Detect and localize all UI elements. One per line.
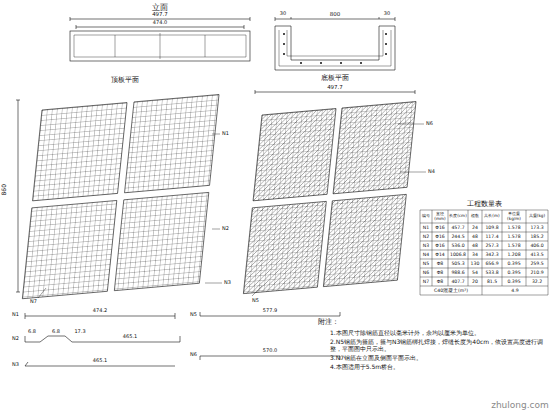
table-cell: 0.395 <box>502 259 526 268</box>
label: 860 <box>1 184 8 195</box>
table-cell: 共长(m) <box>482 210 502 223</box>
table-cell: 1.578 <box>502 241 526 250</box>
table-cell: 457.7 <box>448 223 468 232</box>
table-cell: 34 <box>468 250 482 259</box>
label: 465.1 <box>123 334 137 340</box>
table-cell: 48 <box>468 232 482 241</box>
table-cell: 81.5 <box>482 277 502 286</box>
label: 顶板平面 <box>111 76 139 84</box>
table-cell: 244.5 <box>448 232 468 241</box>
note-text: 3.N7钢筋在立面及侧面平面示出。 <box>330 355 545 362</box>
table-cell: 4.9 <box>482 286 548 295</box>
table-cell: N7 <box>420 277 432 286</box>
label: 6.8 <box>52 329 60 335</box>
table-cell: 257.3 <box>482 241 502 250</box>
note-text: 2.N5钢筋为箍筋，箍与N3钢筋绑扎焊接，焊缝长度为40cm，依设置高度进行调整… <box>330 339 545 353</box>
table-cell: 173.3 <box>526 223 548 232</box>
table-cell: 407.7 <box>448 277 468 286</box>
label: N2 <box>12 336 19 342</box>
label: 立面 <box>152 3 168 12</box>
label: N4 <box>428 169 435 175</box>
label: N1 <box>222 131 229 137</box>
table-cell: 185.2 <box>526 232 548 241</box>
label: 570.0 <box>263 348 277 354</box>
note-text: 4.本图适用于5.5m桥台。 <box>330 364 545 371</box>
table-cell: 1006.8 <box>448 250 468 259</box>
table-cell: N4 <box>420 250 432 259</box>
label: 30 <box>384 11 390 17</box>
table-cell: Φ14 <box>432 250 448 259</box>
label: 6.8 <box>28 329 36 335</box>
table-cell: 117.4 <box>482 232 502 241</box>
table-cell: 533.8 <box>482 268 502 277</box>
table-cell: 988.6 <box>448 268 468 277</box>
table-cell: 直径(mm) <box>432 210 448 223</box>
table-cell: Φ8 <box>432 277 448 286</box>
table-cell: 根数 <box>468 210 482 223</box>
table-cell: 长度(cm) <box>448 210 468 223</box>
table-cell: 109.8 <box>482 223 502 232</box>
table-cell: 48 <box>468 241 482 250</box>
table-cell: Φ16 <box>432 241 448 250</box>
table-cell: 656.9 <box>482 259 502 268</box>
table-cell: 24 <box>468 223 482 232</box>
table-cell: 505.3 <box>448 259 468 268</box>
label: 474.0 <box>153 20 167 26</box>
note-text: 1.本图尺寸除钢筋直径以毫米计外，余均以厘米为单位。 <box>330 330 545 337</box>
table-cell: 0.395 <box>502 277 526 286</box>
table-cell: Φ16 <box>432 223 448 232</box>
label: N1 <box>12 312 19 318</box>
label: 577.9 <box>263 308 277 314</box>
table-cell: 406.0 <box>526 241 548 250</box>
label: 工程数量表 <box>467 200 502 208</box>
label: 474.2 <box>93 308 107 314</box>
label: 800 <box>330 11 341 17</box>
table-cell: 编号 <box>420 210 432 223</box>
label: 底板平面 <box>321 74 349 82</box>
table-cell: 130 <box>468 259 482 268</box>
table-cell: N6 <box>420 268 432 277</box>
table-cell: N1 <box>420 223 432 232</box>
label: 17.3 <box>74 329 85 335</box>
table-cell: 20 <box>468 277 482 286</box>
table-cell: 536.0 <box>448 241 468 250</box>
label: N3 <box>224 280 231 286</box>
table-cell: N2 <box>420 232 432 241</box>
label: 30 <box>280 11 286 17</box>
table-cell: 259.5 <box>526 259 548 268</box>
table-cell: 342.3 <box>482 250 502 259</box>
table-cell: 32.2 <box>526 277 548 286</box>
table-cell: 0.395 <box>502 268 526 277</box>
label: 497.7 <box>327 84 343 90</box>
label: 465.1 <box>93 358 107 364</box>
note-text: 附注： <box>318 318 339 326</box>
label: N3 <box>12 362 19 368</box>
label: N6 <box>426 121 433 127</box>
table-cell: 54 <box>468 268 482 277</box>
label: N7 <box>30 299 37 305</box>
table-cell: Φ16 <box>432 232 448 241</box>
table-cell: C40混凝土(m³) <box>420 286 482 295</box>
watermark: zhulong.com <box>491 400 549 410</box>
label: 497.7 <box>152 11 168 17</box>
table-cell: N5 <box>420 259 432 268</box>
label: N2 <box>222 226 229 232</box>
label: N5 <box>252 298 259 304</box>
table-cell: 413.5 <box>526 250 548 259</box>
table-cell: 1.578 <box>502 223 526 232</box>
label: N6 <box>190 352 197 358</box>
table-cell: 1.208 <box>502 250 526 259</box>
table-cell: N3 <box>420 241 432 250</box>
table-cell: Φ8 <box>432 268 448 277</box>
table-cell: 1.578 <box>502 232 526 241</box>
table-cell: Φ8 <box>432 259 448 268</box>
table-cell: 210.9 <box>526 268 548 277</box>
table-cell: 共重(kg) <box>526 210 548 223</box>
table-cell: 单位重(kg/m) <box>502 210 526 223</box>
label: N5 <box>190 312 197 318</box>
